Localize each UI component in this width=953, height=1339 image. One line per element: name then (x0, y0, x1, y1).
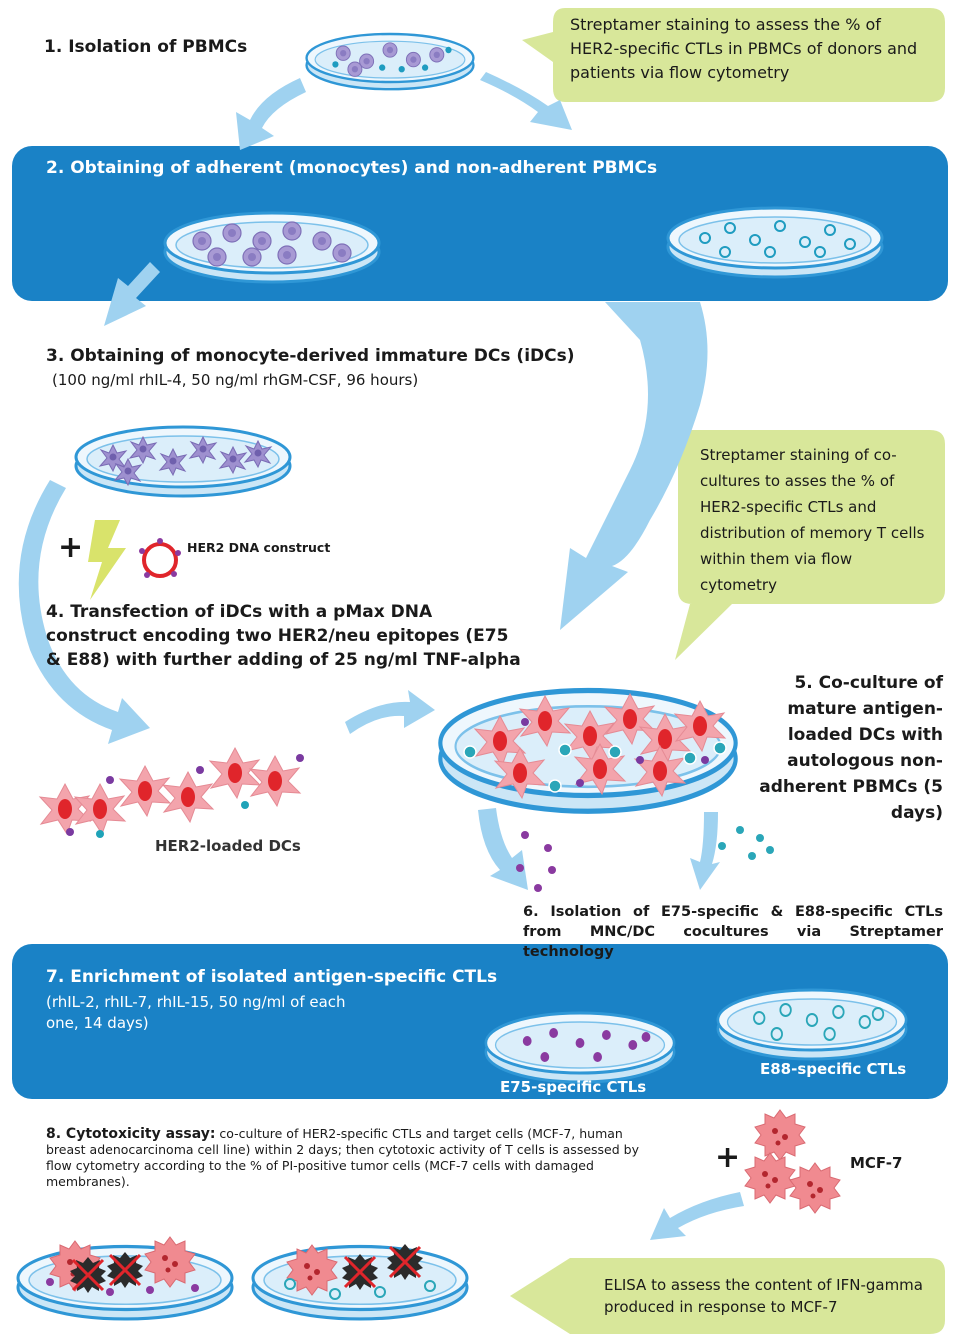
step2-title: 2. Obtaining of adherent (monocytes) and… (46, 158, 658, 178)
flow-arrows (18, 72, 744, 1240)
her2-loaded-dcs-group (39, 747, 304, 838)
step7-title: 7. Enrichment of isolated antigen-specif… (46, 967, 498, 987)
isolated-e88-cells (718, 826, 774, 860)
step8-title: 8. Cytotoxicity assay: (46, 1126, 216, 1142)
e88-label: E88-specific CTLs (760, 1060, 907, 1078)
dish-idcs (74, 425, 292, 498)
e75-label: E75-specific CTLs (500, 1078, 647, 1096)
her2-loaded-dcs-label: HER2-loaded DCs (155, 837, 301, 855)
step3-title: 3. Obtaining of monocyte-derived immatur… (46, 346, 575, 366)
step5-title: 5. Co-culture of mature antigen-loaded D… (759, 673, 943, 823)
plus-sign-2: + (715, 1140, 741, 1175)
assay-e75-cells (46, 1236, 199, 1296)
callout-3-shape (510, 1258, 945, 1334)
dish-e75 (484, 1011, 676, 1084)
dish-e88 (716, 988, 908, 1061)
her2-construct-icon (142, 542, 178, 578)
dish-step1 (305, 32, 475, 91)
coculture-cells (463, 693, 727, 799)
callout-1-shape (522, 8, 945, 102)
dish-adherent (163, 211, 381, 284)
assay-e88-cells (284, 1242, 436, 1300)
isolated-e75-cells (516, 831, 556, 892)
mcf7-label: MCF-7 (850, 1154, 903, 1172)
callout-3-text: ELISA to assess the content of IFN-gamma… (604, 1276, 923, 1316)
callout-1-text: Streptamer staining to assess the % of H… (570, 15, 918, 82)
step7-panel (12, 944, 948, 1099)
step8-text: 8. Cytotoxicity assay: co-culture of HER… (46, 1126, 666, 1190)
step6-title: 6. Isolation of E75-specific & E88-speci… (523, 904, 943, 960)
her2-construct-label: HER2 DNA construct (187, 540, 331, 555)
step7-subtitle: (rhIL-2, rhIL-7, rhIL-15, 50 ng/ml of ea… (46, 993, 346, 1032)
mcf7-cells (744, 1109, 841, 1214)
dish-non-adherent (666, 206, 884, 279)
step8-description: co-culture of HER2-specific CTLs and tar… (46, 1126, 639, 1189)
step4-title: 4. Transfection of iDCs with a pMax DNA … (46, 602, 521, 670)
callout-2-text: Streptamer staining of co-cultures to as… (700, 446, 925, 594)
plus-sign-1: + (58, 530, 84, 565)
lightning-icon (88, 520, 126, 600)
callout-2-shape (675, 430, 945, 660)
step1-title: 1. Isolation of PBMCs (44, 37, 248, 57)
step3-subtitle: (100 ng/ml rhIL-4, 50 ng/ml rhGM-CSF, 96… (52, 371, 419, 389)
